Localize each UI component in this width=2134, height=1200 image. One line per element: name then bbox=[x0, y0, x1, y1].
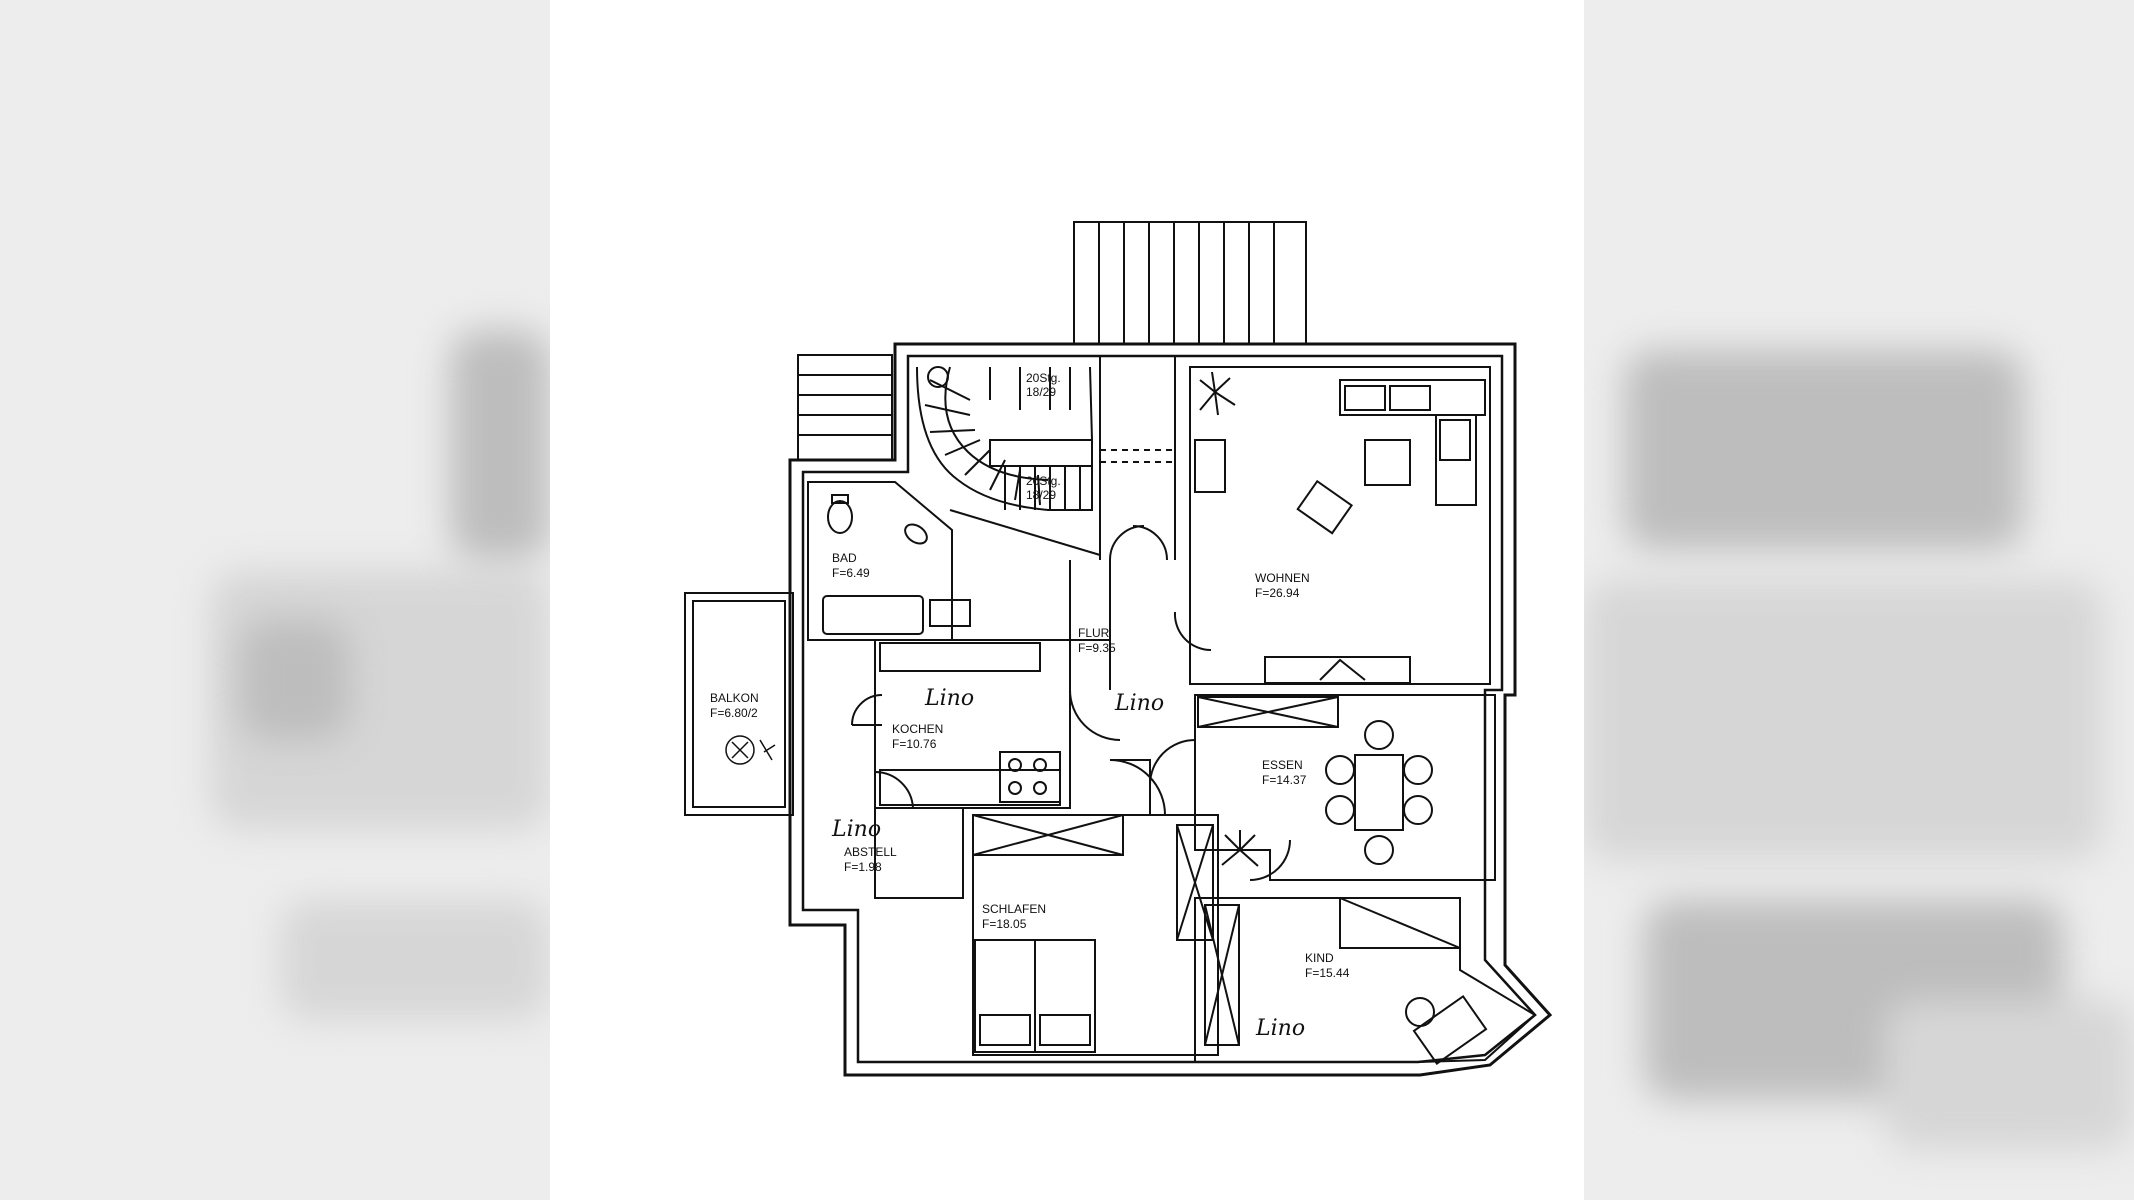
door-swing bbox=[1109, 525, 1145, 561]
armchair-icon bbox=[1194, 439, 1226, 493]
room-area-flur: F=9.35 bbox=[1078, 641, 1116, 655]
room-area-schlafen: F=18.05 bbox=[982, 917, 1027, 931]
door-swing bbox=[1132, 525, 1168, 561]
door-swing bbox=[874, 770, 914, 809]
side-terrace-hatching bbox=[797, 354, 893, 461]
balkon-rail bbox=[692, 600, 786, 808]
stair-steps-upper: 20Stg. bbox=[1026, 371, 1061, 385]
single-bed-icon bbox=[1339, 897, 1461, 949]
room-area-abstell: F=1.98 bbox=[844, 860, 882, 874]
washing-machine-icon bbox=[929, 599, 971, 627]
room-label-bad: BAD bbox=[832, 551, 857, 565]
tv-cabinet-icon bbox=[1264, 656, 1411, 684]
handwritten-note-kind: Lino bbox=[1255, 1016, 1305, 1041]
handwritten-note-abstell: Lino bbox=[831, 817, 881, 842]
inner-wall bbox=[801, 354, 1537, 1064]
room-label-schlafen: SCHLAFEN bbox=[982, 902, 1046, 916]
door-swing bbox=[1249, 839, 1291, 881]
coffee-table-icon bbox=[1364, 439, 1411, 486]
stair-ratio-lower: 18/29 bbox=[1026, 488, 1056, 502]
desk-icon bbox=[1412, 995, 1488, 1065]
room-area-essen: F=14.37 bbox=[1262, 773, 1307, 787]
roof-terrace-hatching bbox=[1073, 221, 1307, 345]
door-swing bbox=[1173, 611, 1212, 652]
door-swing bbox=[1110, 759, 1151, 815]
plant-icon bbox=[1221, 830, 1259, 867]
door-swing bbox=[851, 694, 883, 726]
room-balkon-wall bbox=[684, 592, 794, 816]
door-swing bbox=[1109, 759, 1166, 816]
room-area-bad: F=6.49 bbox=[832, 566, 870, 580]
door-swing bbox=[1149, 739, 1196, 786]
room-area-balkon: F=6.80/2 bbox=[710, 706, 758, 720]
stove-icon bbox=[999, 751, 1061, 803]
desk-chair-icon bbox=[1405, 997, 1435, 1027]
toilet-icon bbox=[827, 500, 853, 534]
double-bed-icon bbox=[974, 939, 1096, 1053]
wardrobe-icon bbox=[1204, 904, 1240, 1046]
floor-plan-drawing: WOHNEN F=26.94 BAD F=6.49 FLUR F=9.35 BA… bbox=[684, 221, 1553, 1077]
wardrobe-icon bbox=[972, 814, 1124, 856]
room-label-abstell: ABSTELL bbox=[844, 845, 897, 859]
plant-icon bbox=[1199, 371, 1236, 416]
stair-ratio-upper: 18/29 bbox=[1026, 385, 1056, 399]
outer-wall bbox=[788, 342, 1553, 1077]
door-swing bbox=[1069, 689, 1121, 741]
room-label-flur: FLUR bbox=[1078, 626, 1110, 640]
handwritten-scribble bbox=[725, 735, 776, 765]
room-label-wohnen: WOHNEN bbox=[1255, 571, 1310, 585]
staircase bbox=[916, 366, 1101, 556]
room-area-kind: F=15.44 bbox=[1305, 966, 1350, 980]
floor-plan-sheet: WOHNEN F=26.94 BAD F=6.49 FLUR F=9.35 BA… bbox=[550, 0, 1584, 1200]
kitchen-counter-bottom bbox=[879, 769, 1061, 806]
sofa-icon bbox=[1339, 379, 1486, 506]
blurred-background-right bbox=[1584, 0, 2134, 1200]
sideboard-icon bbox=[1197, 696, 1339, 728]
room-label-essen: ESSEN bbox=[1262, 758, 1303, 772]
room-bad-wall bbox=[807, 481, 953, 641]
blurred-background-left bbox=[0, 0, 550, 1200]
handwritten-note-kochen: Lino bbox=[924, 686, 974, 711]
toilet-tank bbox=[831, 494, 849, 504]
room-essen-wall bbox=[1194, 694, 1496, 881]
armchair-icon bbox=[1296, 479, 1354, 535]
room-area-wohnen: F=26.94 bbox=[1255, 586, 1300, 600]
room-label-balkon: BALKON bbox=[710, 691, 759, 705]
stair-steps-lower: 20Stg. bbox=[1026, 474, 1061, 488]
kitchen-counter-top bbox=[879, 642, 1041, 672]
sink-icon bbox=[904, 523, 928, 545]
room-label-kind: KIND bbox=[1305, 951, 1334, 965]
room-label-kochen: KOCHEN bbox=[892, 722, 943, 736]
bathtub-icon bbox=[822, 595, 924, 635]
room-abstell-wall bbox=[874, 807, 964, 899]
dining-table-icon bbox=[1325, 720, 1433, 865]
handwritten-note-flur: Lino bbox=[1114, 691, 1164, 716]
room-area-kochen: F=10.76 bbox=[892, 737, 937, 751]
